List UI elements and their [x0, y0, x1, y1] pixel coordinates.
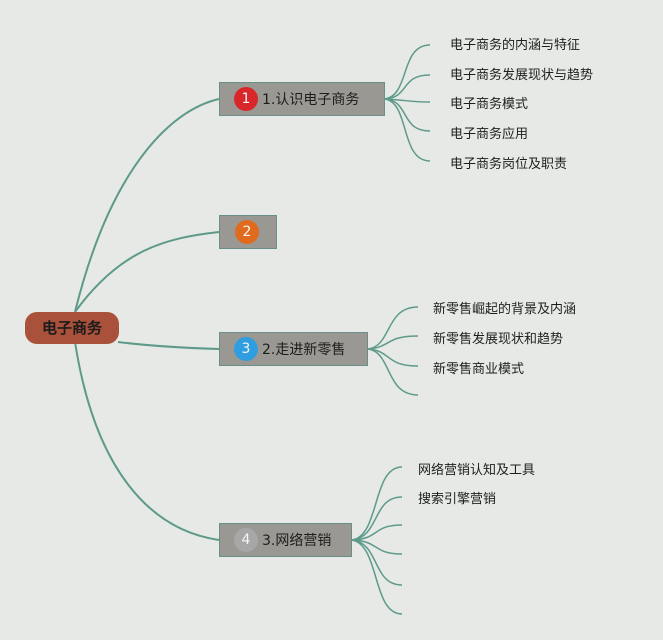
badge-1: 1	[234, 87, 258, 111]
link-b3-leaf4	[367, 348, 419, 396]
badge-4: 4	[234, 528, 258, 552]
leaf-1-2[interactable]: 电子商务发展现状与趋势	[450, 68, 594, 83]
branch-node-2[interactable]: 2	[219, 215, 277, 249]
link-root-branch3	[117, 341, 220, 350]
branch-label-1: 1.认识电子商务	[262, 92, 360, 108]
branch-node-3[interactable]: 3 2.走进新零售	[219, 332, 368, 366]
branch-node-4[interactable]: 4 3.网络营销	[219, 523, 352, 557]
leaf-4-2[interactable]: 搜索引擎营销	[418, 492, 497, 507]
link-b4-leaf3	[351, 524, 403, 541]
link-b4-leaf5	[351, 539, 403, 586]
link-b1-leaf5	[384, 98, 431, 162]
leaf-3-3[interactable]: 新零售商业模式	[433, 362, 525, 377]
link-b4-leaf1	[351, 466, 403, 541]
link-root-branch1	[74, 98, 220, 313]
link-b4-leaf2	[351, 496, 403, 541]
leaf-1-1[interactable]: 电子商务的内涵与特征	[450, 38, 581, 53]
badge-2: 2	[235, 220, 259, 244]
link-root-branch4	[74, 341, 220, 541]
link-b3-leaf1	[367, 306, 419, 350]
root-node[interactable]: 电子商务	[25, 312, 119, 344]
leaf-1-3[interactable]: 电子商务模式	[450, 97, 529, 112]
link-b4-leaf6	[351, 539, 403, 615]
branch-label-4: 3.网络营销	[262, 533, 332, 549]
link-b1-leaf2	[384, 74, 431, 100]
leaf-4-1[interactable]: 网络营销认知及工具	[418, 463, 536, 478]
link-b3-leaf2	[367, 335, 419, 350]
link-root-branch2	[74, 231, 220, 313]
link-b1-leaf4	[384, 98, 431, 132]
link-b4-leaf4	[351, 539, 403, 555]
badge-3: 3	[234, 337, 258, 361]
branch-label-3: 2.走进新零售	[262, 342, 346, 358]
leaf-3-2[interactable]: 新零售发展现状和趋势	[433, 332, 564, 347]
leaf-1-4[interactable]: 电子商务应用	[450, 127, 529, 142]
leaf-1-5[interactable]: 电子商务岗位及职责	[450, 157, 568, 172]
leaf-3-1[interactable]: 新零售崛起的背景及内涵	[433, 302, 577, 317]
link-b1-leaf1	[384, 44, 431, 100]
branch-node-1[interactable]: 1 1.认识电子商务	[219, 82, 385, 116]
